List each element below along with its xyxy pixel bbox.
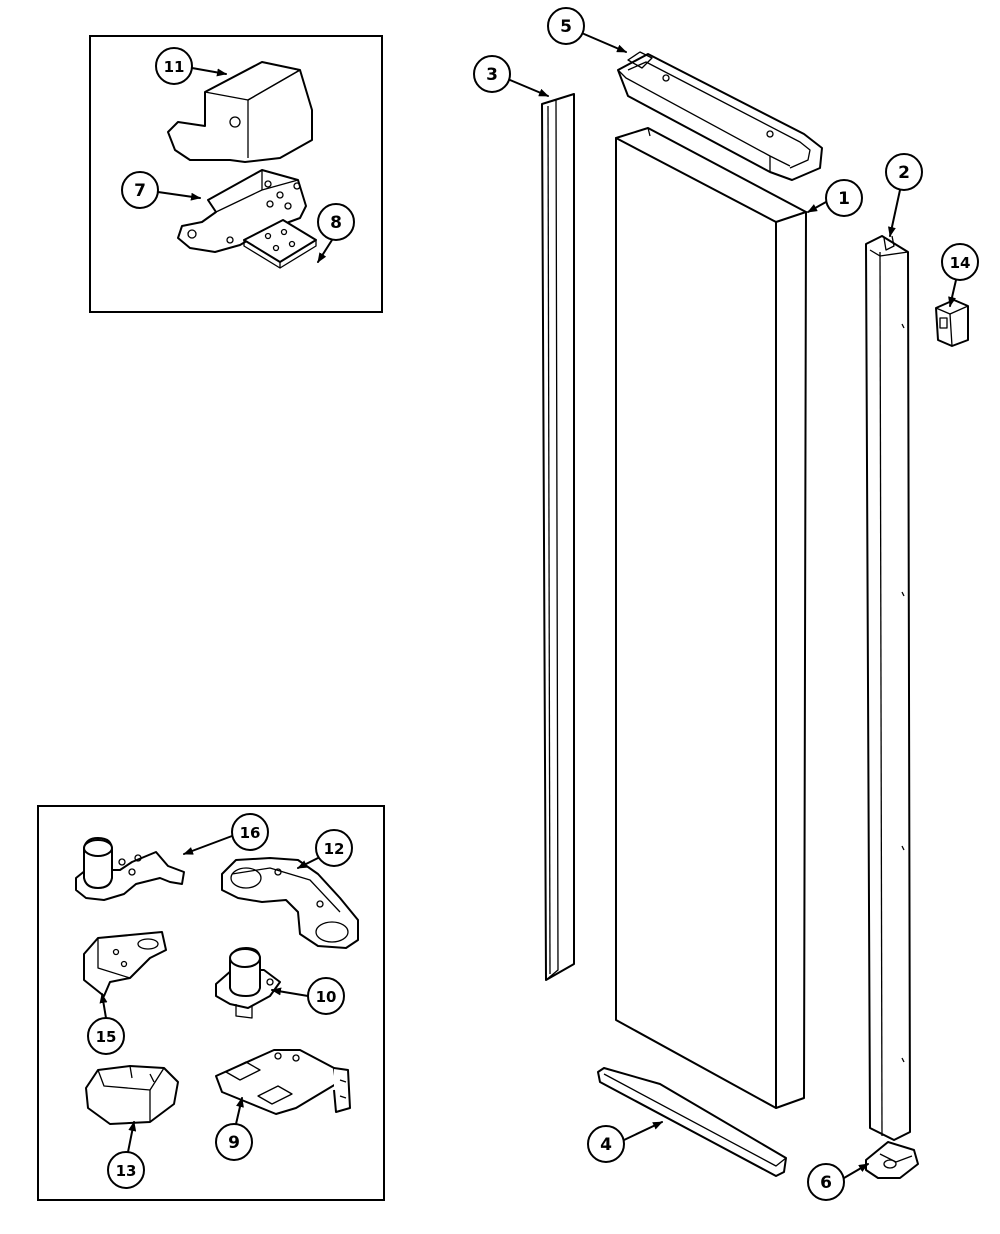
part-9-base-bracket[interactable] <box>0 1049 351 1115</box>
callout-13: 13 <box>107 1121 145 1189</box>
callout-label: 13 <box>116 1162 137 1180</box>
callout-14: 14 <box>941 243 979 307</box>
callout-12: 12 <box>297 829 353 869</box>
callout-label: 7 <box>134 181 146 201</box>
callout-label: 5 <box>560 17 572 37</box>
part-3-door-trim[interactable] <box>541 93 575 981</box>
callout-1: 1 <box>807 179 863 217</box>
callout-label: 9 <box>228 1133 240 1153</box>
callout-16: 16 <box>183 813 269 855</box>
callout-label: 8 <box>330 213 342 233</box>
callout-label: 10 <box>316 988 337 1006</box>
part-5-top-cap[interactable] <box>617 51 823 181</box>
callout-9: 9 <box>215 1097 253 1161</box>
part-14-clip[interactable] <box>935 299 969 347</box>
part-4-bottom-trim[interactable] <box>597 1067 787 1177</box>
part-7-hinge-bracket[interactable] <box>177 169 307 253</box>
part-6-bottom-cap[interactable] <box>865 1141 919 1179</box>
part-1-door-panel[interactable] <box>615 127 807 1109</box>
part-15-small-bracket[interactable] <box>83 931 167 997</box>
part-2-vertical-trim[interactable] <box>865 235 911 1141</box>
callout-label: 3 <box>486 65 498 85</box>
callout-8: 8 <box>317 203 355 263</box>
callout-10: 10 <box>271 977 345 1015</box>
callout-6: 6 <box>807 1163 869 1201</box>
callout-7: 7 <box>121 171 201 209</box>
callout-label: 16 <box>240 824 261 842</box>
callout-label: 2 <box>898 163 910 183</box>
callout-label: 1 <box>838 189 850 209</box>
part-12-hinge-plate[interactable] <box>221 857 359 949</box>
top-hinge-inset <box>89 35 383 313</box>
part-16-pin-bracket[interactable] <box>75 837 185 901</box>
callout-4: 4 <box>587 1121 663 1163</box>
callout-label: 12 <box>324 840 345 858</box>
callout-15: 15 <box>87 993 125 1055</box>
callout-label: 11 <box>164 58 185 76</box>
callout-2: 2 <box>885 153 923 237</box>
part-8-shim-plate[interactable] <box>243 219 317 269</box>
callout-11: 11 <box>155 47 227 85</box>
callout-3: 3 <box>473 55 549 97</box>
part-13-hinge-cover[interactable] <box>85 1065 179 1125</box>
part-10-hinge-pin[interactable] <box>215 947 281 1019</box>
callout-label: 6 <box>820 1173 832 1193</box>
callout-5: 5 <box>547 7 627 53</box>
callout-label: 14 <box>950 254 971 272</box>
callout-label: 15 <box>96 1028 117 1046</box>
part-11-hinge-cover[interactable] <box>167 61 313 163</box>
callout-label: 4 <box>600 1135 612 1155</box>
